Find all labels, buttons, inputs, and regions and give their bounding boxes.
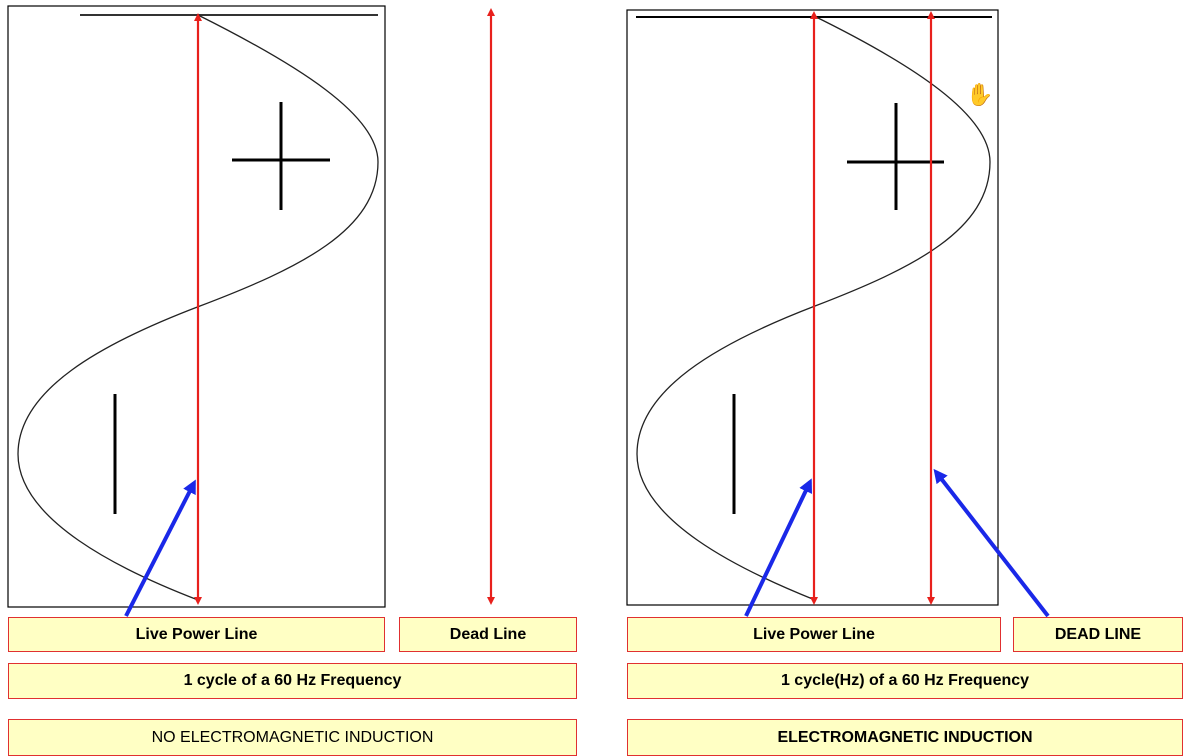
left-panel [7, 5, 495, 617]
left-induction-label: NO ELECTROMAGNETIC INDUCTION [8, 719, 577, 756]
plus-sign [232, 102, 330, 210]
right-induction-label: ELECTROMAGNETIC INDUCTION [627, 719, 1183, 756]
left-live-pointer-arrow [124, 479, 196, 617]
right-panel [626, 9, 1050, 618]
left-cycle-label: 1 cycle of a 60 Hz Frequency [8, 663, 577, 699]
right-dead-pointer-arrow [933, 468, 1050, 618]
left-dead-line-label: Dead Line [399, 617, 577, 652]
right-cycle-label: 1 cycle(Hz) of a 60 Hz Frequency [627, 663, 1183, 699]
right-frame [626, 9, 999, 606]
right-dead-line-label: DEAD LINE [1013, 617, 1183, 652]
left-live-line-label: Live Power Line [8, 617, 385, 652]
plus-sign [847, 103, 944, 210]
left-frame [7, 5, 386, 608]
right-live-pointer-arrow [744, 478, 813, 617]
hand-cursor-icon: ✋ [966, 82, 994, 107]
right-live-line-label: Live Power Line [627, 617, 1001, 652]
